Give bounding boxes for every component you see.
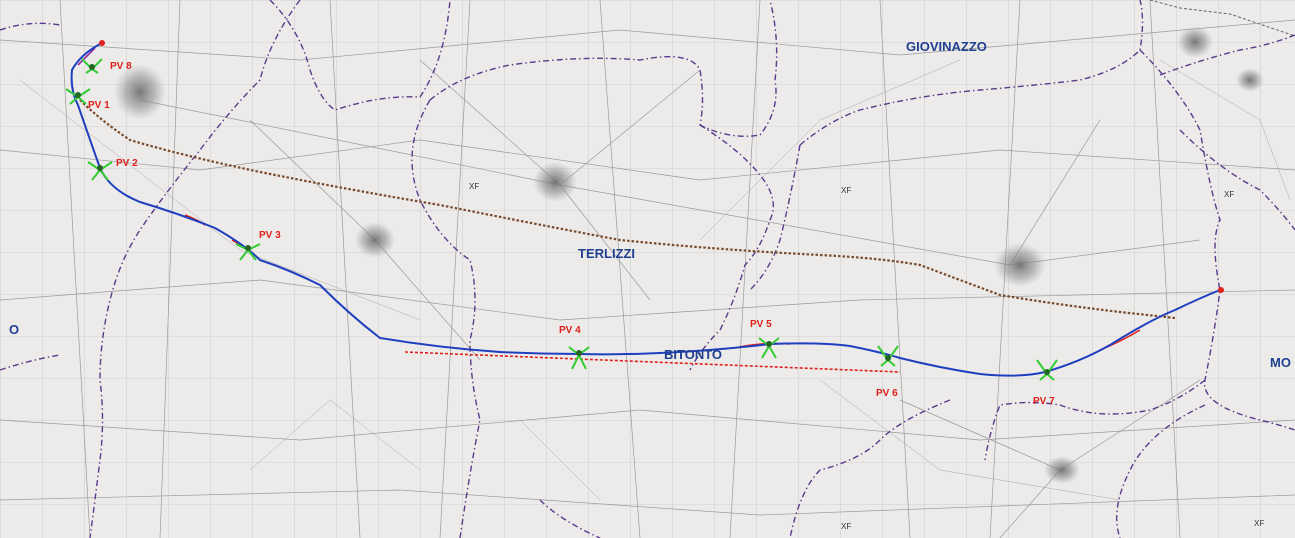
pv-marker-3[interactable] xyxy=(235,243,261,261)
pv-label-8: PV 8 xyxy=(110,61,132,72)
pv-marker-1[interactable] xyxy=(65,88,91,105)
town-label-giovinazzo: GIOVINAZZO xyxy=(906,39,987,54)
town-label-bitonto: BITONTO xyxy=(664,347,722,362)
xf-mark: XF xyxy=(841,186,851,195)
xf-mark: XF xyxy=(1224,190,1234,199)
pv-marker-7[interactable] xyxy=(1036,359,1058,381)
route-start-marker[interactable] xyxy=(99,40,105,46)
coastline xyxy=(1149,0,1295,37)
town-label-left-edge: O xyxy=(9,322,19,337)
pv-label-7: PV 7 xyxy=(1033,396,1055,407)
pv-marker-8[interactable] xyxy=(81,58,103,74)
pv-label-1: PV 1 xyxy=(88,100,110,111)
pv-label-6: PV 6 xyxy=(876,388,898,399)
town-label-terlizzi: TERLIZZI xyxy=(578,246,635,261)
pv-label-4: PV 4 xyxy=(559,325,581,336)
xf-mark: XF xyxy=(469,182,479,191)
pv-label-2: PV 2 xyxy=(116,158,138,169)
pv-marker-5[interactable] xyxy=(758,337,780,359)
pv-marker-2[interactable] xyxy=(87,161,113,181)
xf-mark: XF xyxy=(1254,519,1264,528)
pv-label-5: PV 5 xyxy=(750,319,772,330)
xf-mark: XF xyxy=(841,522,851,531)
route-end-marker[interactable] xyxy=(1218,287,1224,293)
existing-line xyxy=(79,99,1176,320)
urban-areas xyxy=(114,26,1264,484)
pv-label-3: PV 3 xyxy=(259,230,281,241)
pv-marker-6[interactable] xyxy=(877,345,899,367)
pv-marker-4[interactable] xyxy=(568,346,590,370)
proposed-route xyxy=(70,43,1221,377)
town-label-right-edge: MO xyxy=(1270,355,1291,370)
